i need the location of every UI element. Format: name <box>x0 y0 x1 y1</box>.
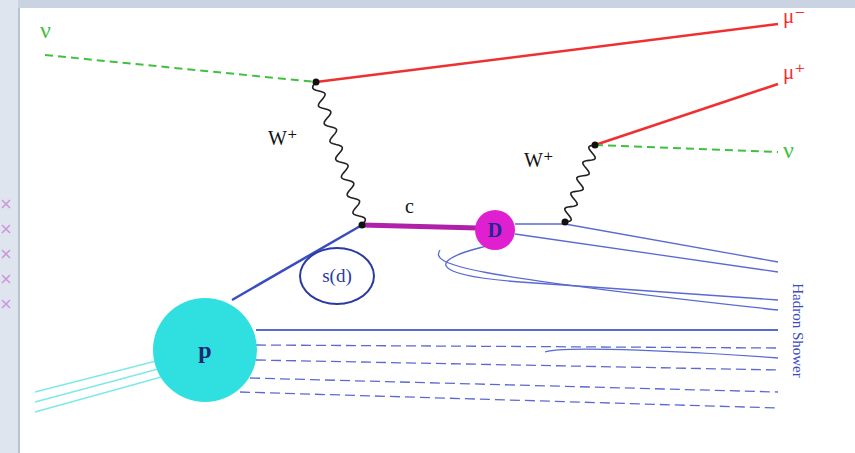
proton-circle: p <box>153 298 257 402</box>
vertex-dot <box>592 142 599 149</box>
d-meson-circle: D <box>475 210 515 250</box>
neutrino-line <box>45 55 316 82</box>
proton-incoming <box>35 360 165 412</box>
particle-label: μ⁻ <box>783 6 805 27</box>
particle-label: W⁺ <box>268 128 297 148</box>
frame-edge <box>18 8 20 453</box>
particle-label: c <box>405 196 414 216</box>
w-boson-wave <box>313 82 366 225</box>
hadron-lines <box>240 224 778 408</box>
vertex-dot <box>359 222 366 229</box>
muon-line <box>316 24 778 82</box>
neutrino-line <box>595 145 778 152</box>
node-label: D <box>488 219 502 242</box>
vertex-dot <box>562 219 569 226</box>
w-boson-wave <box>565 145 595 222</box>
vertical-label: Hadron Shower <box>789 283 804 378</box>
particle-label: W⁺ <box>524 150 553 170</box>
node-label: p <box>198 337 211 364</box>
vertex-dot <box>313 79 320 86</box>
quark-loop: s(d) <box>299 247 375 305</box>
particle-label: μ⁺ <box>783 62 805 83</box>
muon-line <box>595 84 778 145</box>
frame-strip <box>0 0 18 453</box>
node-label: s(d) <box>322 265 352 287</box>
particle-label: ν <box>40 18 51 42</box>
particle-label: ν <box>783 138 794 162</box>
frame-strip <box>0 0 855 8</box>
quark-line <box>232 225 362 300</box>
charm-line <box>362 225 478 228</box>
background-crosses <box>2 200 10 308</box>
